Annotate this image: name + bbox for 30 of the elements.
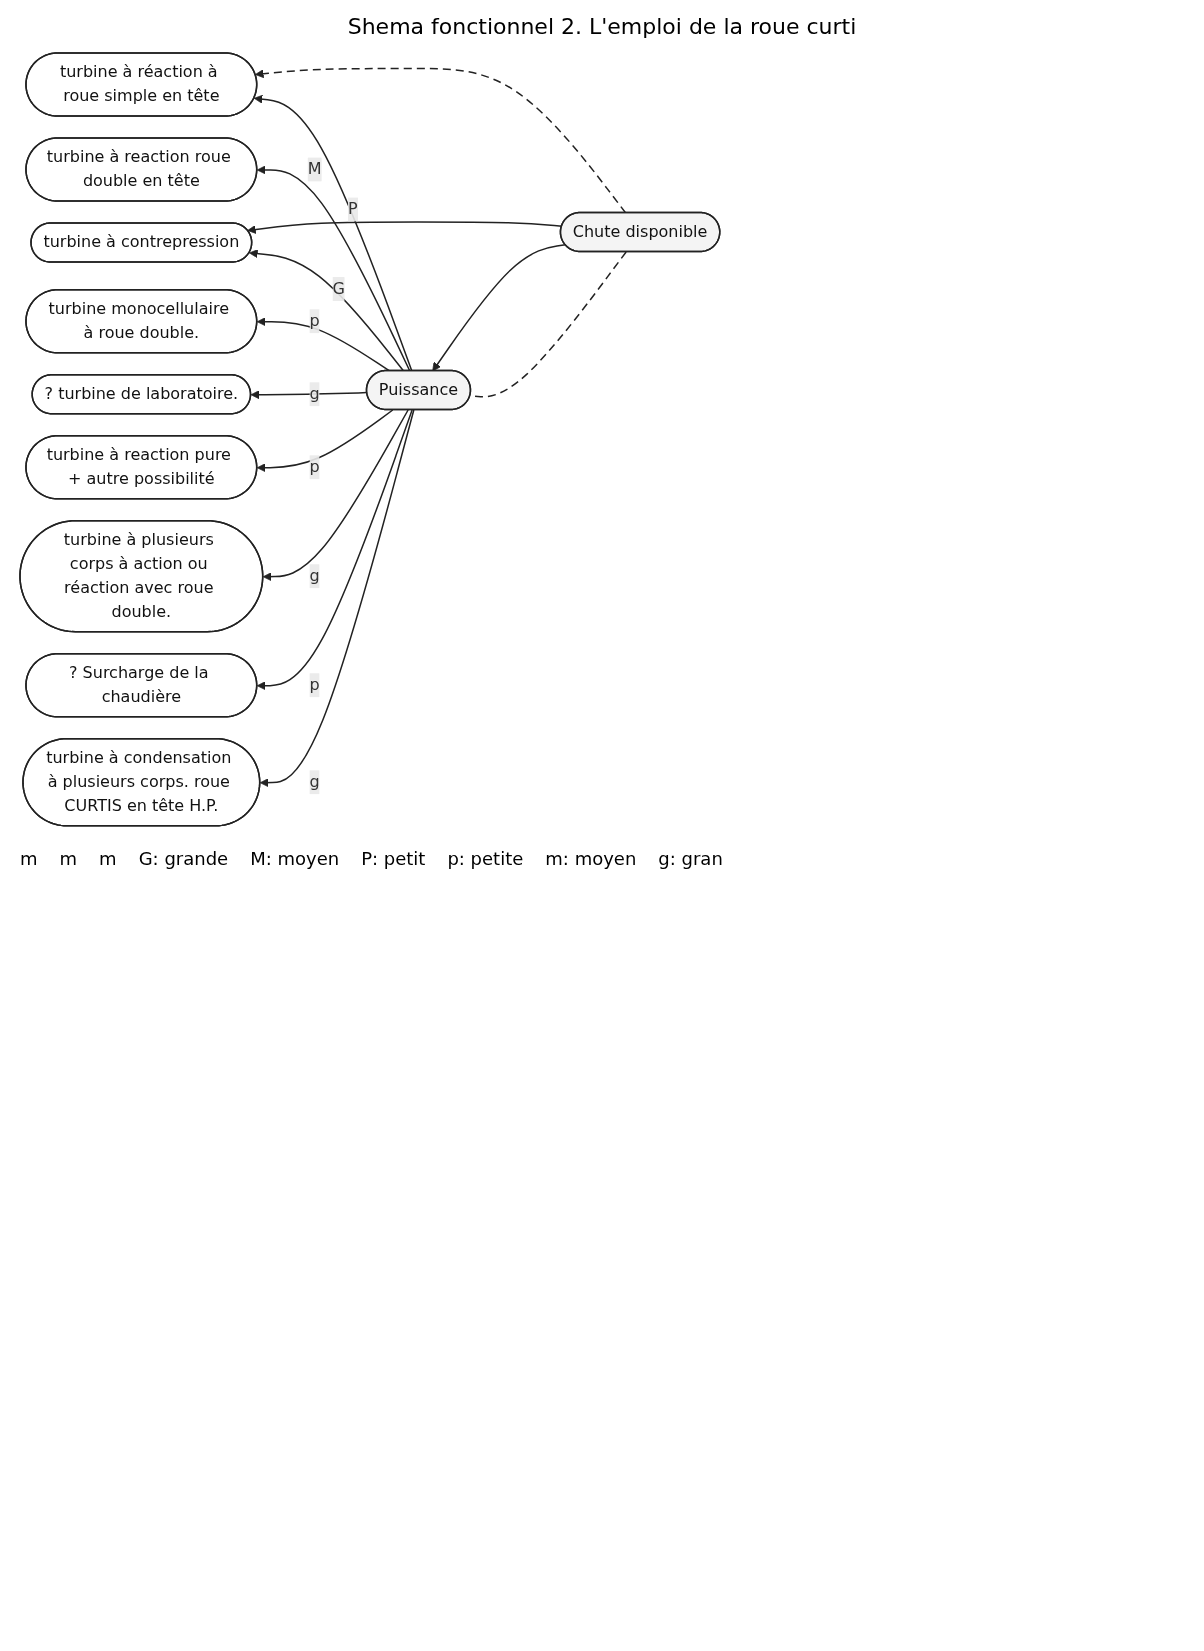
edge-label: g: [309, 566, 320, 586]
edge-label: p: [309, 675, 320, 695]
note-text: m: [20, 847, 38, 869]
arrow: [253, 94, 413, 372]
edge-label: P: [347, 199, 358, 219]
arrow: [255, 67, 627, 214]
note-text: g: gran: [658, 847, 723, 869]
arrow: [256, 409, 394, 473]
arrow: [250, 390, 368, 400]
arrow: [259, 409, 415, 788]
edge-label: g: [309, 772, 320, 792]
note-text: p: petite: [447, 847, 524, 869]
edge-label: g: [309, 384, 320, 404]
arrow: [256, 165, 411, 372]
edge-label: M: [307, 159, 322, 179]
arrow: [256, 317, 391, 372]
arrow: [262, 409, 409, 582]
arrow: [256, 409, 413, 691]
arrow: [249, 249, 405, 372]
note-text: G: grande: [138, 847, 229, 869]
edge-label: p: [309, 457, 320, 477]
diagram-title: Shema fonctionnel 2. L'emploi de la roue curti: [346, 14, 858, 39]
note-text: m: moyen: [545, 847, 637, 869]
arrow: [432, 244, 566, 372]
note-text: m: [59, 847, 78, 869]
note-text: P: petit: [361, 847, 426, 869]
edge-label: G: [332, 279, 345, 299]
note-text: m: [99, 847, 117, 869]
edge-label: p: [309, 311, 320, 331]
note-text: M: moyen: [250, 847, 340, 869]
